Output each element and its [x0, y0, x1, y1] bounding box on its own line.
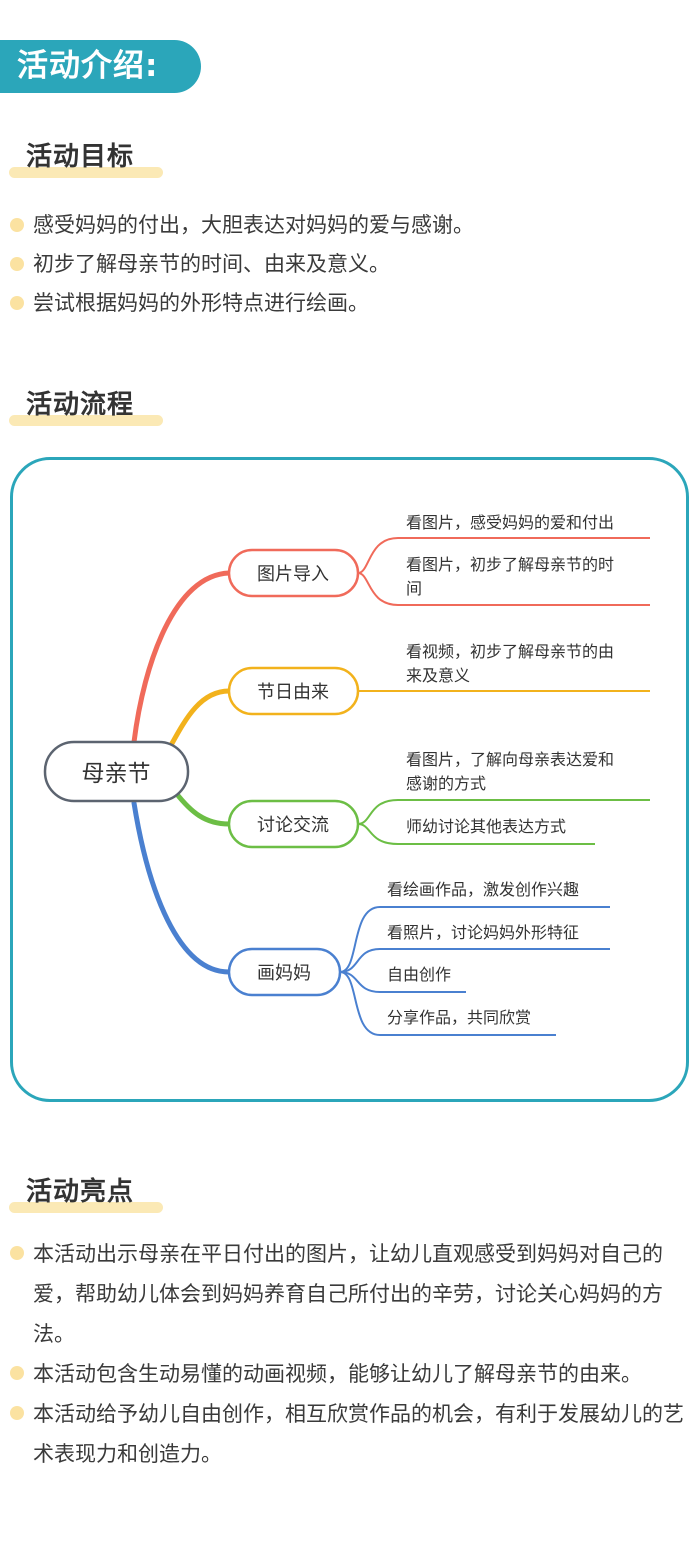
root-connector-4 — [131, 800, 232, 975]
leaf-label: 看图片，了解向母亲表达爱和 — [406, 750, 614, 769]
highlights-list: 本活动出示母亲在平日付出的图片，让幼儿直观感受到妈妈对自己的爱，帮助幼儿体会到妈… — [8, 1234, 696, 1474]
leaf-label: 看图片，初步了解母亲节的时 — [406, 555, 614, 574]
root-connector-2 — [167, 688, 232, 750]
root-node — [43, 740, 190, 803]
process-section-title: 活动流程 — [9, 388, 167, 428]
branch-node-picture-intro — [227, 548, 360, 598]
branch-label: 节日由来 — [257, 682, 329, 703]
title-highlight — [9, 167, 163, 178]
title-highlight — [9, 1202, 163, 1213]
list-item: 本活动给予幼儿自由创作，相互欣赏作品的机会，有利于发展幼儿的艺术表现力和创造力。 — [8, 1394, 696, 1474]
highlight-text: 本活动出示母亲在平日付出的图片，让幼儿直观感受到妈妈对自己的爱，帮助幼儿体会到妈… — [33, 1242, 663, 1346]
goals-list: 感受妈妈的付出，大胆表达对妈妈的爱与感谢。 初步了解母亲节的时间、由来及意义。 … — [8, 206, 688, 323]
root-connector-1 — [131, 570, 232, 745]
leaf-label: 感谢的方式 — [406, 774, 486, 793]
bullet-dot — [10, 296, 24, 310]
bullet-dot — [10, 1406, 24, 1420]
goal-text: 初步了解母亲节的时间、由来及意义。 — [33, 252, 390, 276]
leaf-label: 间 — [406, 579, 422, 598]
bullet-dot — [10, 218, 24, 232]
title-highlight — [9, 415, 163, 426]
leaf-connector — [339, 948, 610, 973]
branch-label: 图片导入 — [257, 564, 329, 585]
leaf-connector — [357, 572, 650, 606]
bullet-dot — [10, 1246, 24, 1260]
leaf-label: 看照片，讨论妈妈外形特征 — [387, 923, 579, 942]
leaf-connector — [339, 971, 556, 1036]
goals-title-text: 活动目标 — [26, 142, 135, 172]
list-item: 感受妈妈的付出，大胆表达对妈妈的爱与感谢。 — [8, 206, 688, 245]
goal-text: 尝试根据妈妈的外形特点进行绘画。 — [33, 291, 369, 315]
highlight-text: 本活动给予幼儿自由创作，相互欣赏作品的机会，有利于发展幼儿的艺术表现力和创造力。 — [33, 1402, 684, 1466]
leaf-connector — [339, 906, 610, 973]
branch-node-festival-origin — [227, 666, 360, 716]
intro-title: 活动介绍: — [17, 48, 159, 84]
highlights-section-title: 活动亮点 — [9, 1175, 167, 1215]
bullet-dot — [10, 257, 24, 271]
leaf-label: 自由创作 — [387, 965, 451, 984]
root-label: 母亲节 — [82, 761, 151, 787]
process-title-text: 活动流程 — [26, 390, 135, 420]
branch-node-draw-mom — [227, 947, 342, 997]
leaf-label: 分享作品，共同欣赏 — [387, 1008, 531, 1027]
list-item: 尝试根据妈妈的外形特点进行绘画。 — [8, 284, 688, 323]
list-item: 本活动包含生动易懂的动画视频，能够让幼儿了解母亲节的由来。 — [8, 1354, 696, 1394]
highlight-text: 本活动包含生动易懂的动画视频，能够让幼儿了解母亲节的由来。 — [33, 1362, 642, 1386]
leaf-connector — [357, 537, 650, 574]
highlights-title-text: 活动亮点 — [26, 1177, 135, 1207]
list-item: 初步了解母亲节的时间、由来及意义。 — [8, 245, 688, 284]
leaf-label: 来及意义 — [406, 666, 470, 685]
goal-text: 感受妈妈的付出，大胆表达对妈妈的爱与感谢。 — [33, 213, 474, 237]
leaf-label: 师幼讨论其他表达方式 — [406, 817, 566, 836]
bullet-dot — [10, 1366, 24, 1380]
leaf-label: 看绘画作品，激发创作兴趣 — [387, 880, 579, 899]
leaf-label: 看图片，感受妈妈的爱和付出 — [406, 513, 614, 532]
branch-node-discussion — [227, 799, 360, 849]
list-item: 本活动出示母亲在平日付出的图片，让幼儿直观感受到妈妈对自己的爱，帮助幼儿体会到妈… — [8, 1234, 696, 1354]
mindmap-frame — [10, 457, 689, 1102]
branch-label: 画妈妈 — [257, 963, 311, 984]
intro-banner: 活动介绍: — [0, 40, 201, 93]
leaf-connector — [339, 971, 466, 993]
goals-section-title: 活动目标 — [9, 140, 167, 180]
branch-label: 讨论交流 — [257, 815, 329, 836]
leaf-connector — [357, 823, 595, 845]
leaf-label: 看视频，初步了解母亲节的由 — [406, 642, 614, 661]
leaf-connector — [357, 799, 650, 825]
root-connector-3 — [173, 790, 232, 827]
